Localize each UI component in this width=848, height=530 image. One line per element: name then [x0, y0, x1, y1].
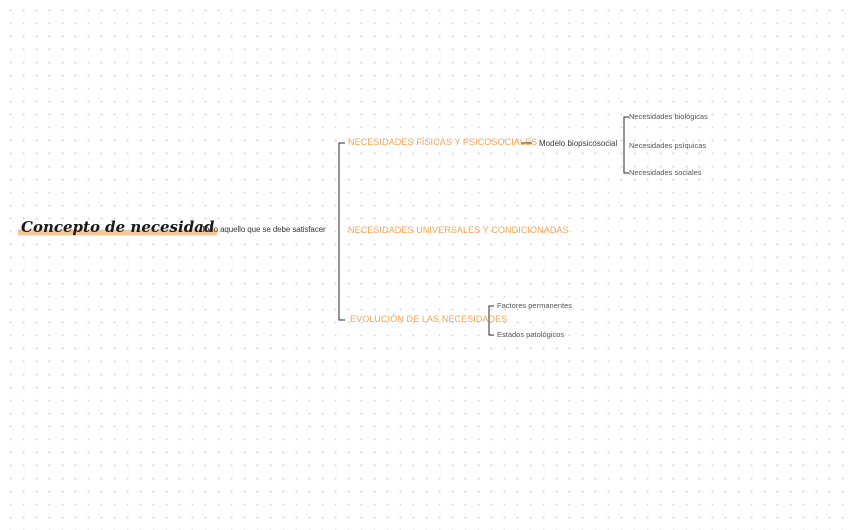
category-evolution: EVOLUCIÓN DE LAS NECESIDADES: [350, 314, 508, 324]
leaf-permanent-factors: Factores permanentes: [497, 301, 573, 310]
category-physical-psychosocial: NECESIDADES FÍSICAS Y PSICOSOCIALES: [348, 137, 538, 147]
model-bracket: [623, 116, 629, 174]
central-title: Concepto de necesidad: [18, 220, 218, 237]
central-definition: Todo aquello que se debe satisfacer: [201, 225, 326, 234]
main-bracket: [338, 142, 345, 321]
evolution-bracket: [488, 305, 494, 336]
leaf-psychic-needs: Necesidades psíquicas: [629, 141, 707, 150]
leaf-pathological-states: Estados patológicos: [497, 330, 565, 339]
leaf-social-needs: Necesidades sociales: [629, 168, 702, 177]
leaf-biological-needs: Necesidades biológicas: [629, 112, 708, 121]
model-biopsychosocial: Modelo biopsicosocial: [539, 139, 618, 148]
category-universal-conditioned: NECESIDADES UNIVERSALES Y CONDICIONADAS: [348, 225, 569, 235]
